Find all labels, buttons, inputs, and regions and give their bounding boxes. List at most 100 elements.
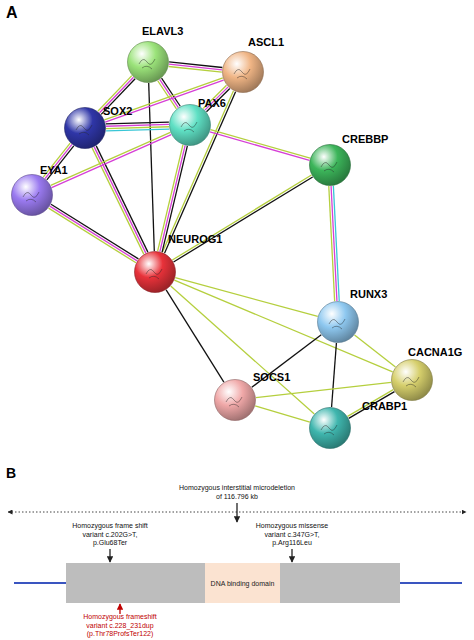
interaction-edge <box>332 343 337 407</box>
edge-strand <box>106 127 169 129</box>
protein-node: NEUROG1 <box>134 251 176 293</box>
protein-label: SOX2 <box>103 105 132 117</box>
edge-strand <box>169 66 222 72</box>
protein-node: EYA1 <box>11 174 53 216</box>
interaction-edge <box>329 186 339 301</box>
protein-node: SOX2 <box>64 107 106 149</box>
edge-strand <box>165 92 236 254</box>
protein-node: RUNX3 <box>317 301 359 343</box>
sphere-shape <box>11 174 53 216</box>
structure-sketch <box>146 269 162 279</box>
edge-strand <box>256 382 391 397</box>
domain-label: DNA binding domain <box>211 580 275 587</box>
edge-strand <box>210 132 310 160</box>
protein-node: ELAVL3 <box>127 41 169 83</box>
edge-strand <box>172 175 311 260</box>
interaction-edge <box>172 175 312 262</box>
sphere-shape <box>134 251 176 293</box>
interaction-edge <box>49 204 139 263</box>
variant-arrow <box>109 549 110 562</box>
edge-strand <box>106 122 169 124</box>
structure-sketch <box>23 192 39 202</box>
protein-node: ASCL1 <box>222 51 264 93</box>
edge-strand <box>106 124 169 126</box>
edge-strand <box>174 177 313 262</box>
protein-label: RUNX3 <box>350 288 387 300</box>
edge-strand <box>49 208 136 263</box>
edge-strand <box>51 204 138 259</box>
interaction-edge <box>174 280 392 372</box>
interaction-edge <box>149 83 155 251</box>
panel-letter: A <box>6 3 26 23</box>
protein-label: CREBBP <box>342 133 388 145</box>
sphere-circle <box>392 360 433 401</box>
edge-strand <box>162 78 181 106</box>
edge-strand <box>50 206 137 261</box>
sphere-circle <box>128 42 169 83</box>
sphere-shape <box>127 41 169 83</box>
sphere-shape <box>169 104 211 146</box>
edge-strand <box>211 130 311 158</box>
gene-exon-box <box>66 563 400 603</box>
edge-strand <box>52 135 172 188</box>
edge-strand <box>252 335 322 388</box>
variant-annotation: Homozygous interstitial microdeletion of… <box>177 484 297 501</box>
interaction-edge <box>252 335 322 388</box>
new-variant-arrow <box>119 604 120 614</box>
protein-label: ASCL1 <box>248 36 284 48</box>
protein-label: EYA1 <box>40 164 68 176</box>
interaction-edge <box>255 406 310 422</box>
sphere-circle <box>215 380 256 421</box>
sphere-circle <box>223 52 264 93</box>
protein-label: NEUROG1 <box>168 233 222 245</box>
structure-sketch <box>181 122 197 132</box>
interaction-edge <box>169 62 223 72</box>
structure-sketch <box>234 69 250 79</box>
sphere-circle <box>310 145 351 186</box>
sphere-circle <box>318 302 359 343</box>
interaction-edge <box>256 382 391 397</box>
edge-strand <box>149 83 155 251</box>
interaction-edge <box>355 335 396 367</box>
structure-sketch <box>76 125 92 135</box>
sphere-circle <box>310 408 351 449</box>
protein-label: PAX6 <box>198 97 226 109</box>
sphere-shape <box>317 301 359 343</box>
protein-node: PAX6 <box>169 104 211 146</box>
protein-label: CRABP1 <box>362 400 407 412</box>
structure-sketch <box>321 425 337 435</box>
edge-strand <box>160 79 179 107</box>
structure-sketch <box>403 377 419 387</box>
edge-strand <box>106 129 169 131</box>
structure-sketch <box>321 162 337 172</box>
deletion-arrow <box>236 503 237 522</box>
edge-strand <box>255 406 310 422</box>
edge-strand <box>332 343 337 407</box>
variant-annotation: Homozygous frame shift variant c.202G>T,… <box>65 522 155 548</box>
domain-box: DNA binding domain <box>205 563 280 603</box>
protein-node: CACNA1G <box>391 359 433 401</box>
interaction-edge <box>158 78 181 109</box>
interaction-edge <box>166 290 224 382</box>
sphere-shape <box>214 379 256 421</box>
protein-label: CACNA1G <box>408 346 462 358</box>
sphere-circle <box>65 108 106 149</box>
sphere-circle <box>135 252 176 293</box>
interaction-edge <box>162 91 235 253</box>
structure-sketch <box>226 397 242 407</box>
interaction-edge <box>106 122 169 131</box>
protein-node: SOCS1 <box>214 379 256 421</box>
interaction-edge <box>210 130 310 161</box>
sphere-circle <box>170 105 211 146</box>
edge-strand <box>329 186 335 301</box>
structure-sketch <box>329 319 345 329</box>
sphere-shape <box>309 144 351 186</box>
sphere-shape <box>391 359 433 401</box>
edge-strand <box>166 290 224 382</box>
protein-node: CRABP1 <box>309 407 351 449</box>
variant-annotation: Homozygous frameshift variant c.228_231d… <box>75 613 165 639</box>
protein-node: CREBBP <box>309 144 351 186</box>
edge-strand <box>355 335 396 367</box>
